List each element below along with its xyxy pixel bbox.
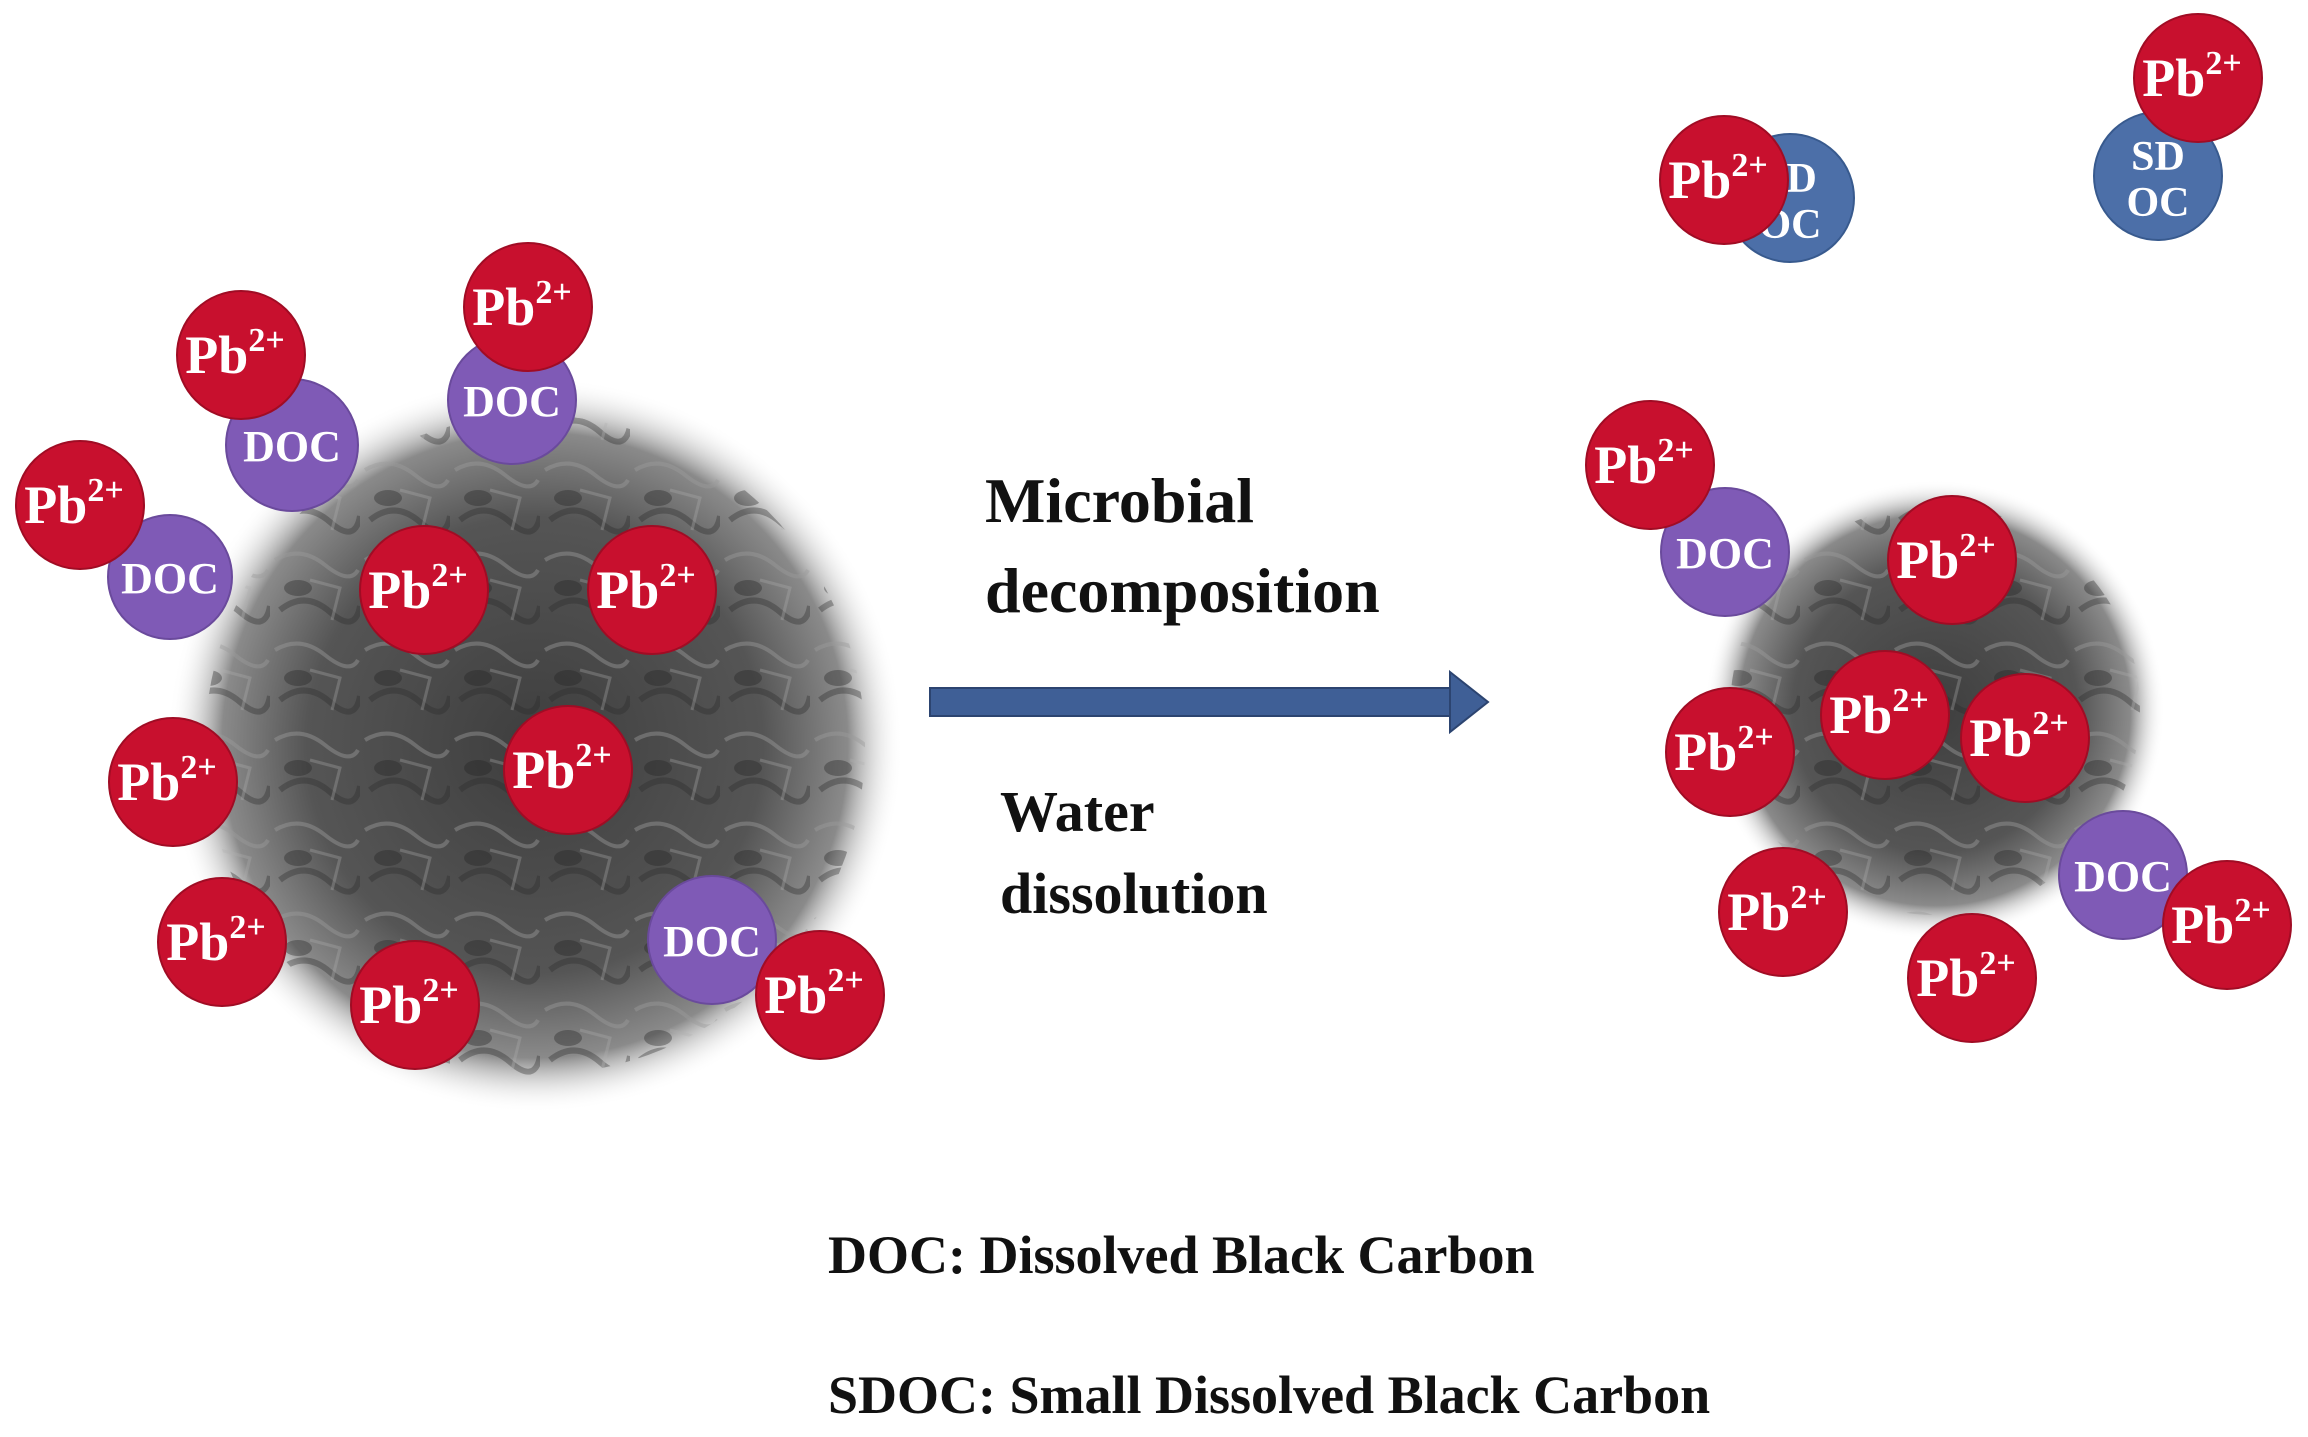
lead-ion-charge: 2+	[1892, 682, 1928, 719]
lead-ion-charge: 2+	[659, 557, 695, 594]
lead-ion: Pb2+	[1718, 847, 1848, 977]
lead-ion-charge: 2+	[2205, 45, 2241, 82]
lead-ion-charge: 2+	[229, 909, 265, 946]
lead-ion: Pb2+	[1820, 650, 1950, 780]
doc-particle: DOC	[107, 514, 233, 640]
lead-ion: Pb2+	[176, 290, 306, 420]
lead-ion-charge: 2+	[827, 962, 863, 999]
lead-ion: Pb2+	[1907, 913, 2037, 1043]
lead-ion: Pb2+	[350, 940, 480, 1070]
lead-ion-charge: 2+	[1731, 147, 1767, 184]
lead-ion: Pb2+	[503, 705, 633, 835]
sdoc-label-line2: OC	[2127, 180, 2190, 226]
lead-ion-charge: 2+	[431, 557, 467, 594]
lead-ion-charge: 2+	[1737, 719, 1773, 756]
doc-label: DOC	[243, 422, 341, 471]
lead-ion-charge: 2+	[2234, 892, 2270, 929]
lead-ions: Pb2+Pb2+Pb2+Pb2+Pb2+Pb2+Pb2+Pb2+Pb2+Pb2+…	[15, 13, 2292, 1070]
lead-ion-charge: 2+	[2032, 705, 2068, 742]
lead-ion-charge: 2+	[1959, 527, 1995, 564]
lead-ion: Pb2+	[15, 440, 145, 570]
doc-label: DOC	[663, 917, 761, 966]
lead-ion: Pb2+	[1960, 673, 2090, 803]
lead-ion: Pb2+	[1665, 687, 1795, 817]
lead-ion-label: Pb2+	[472, 274, 571, 337]
lead-ion-label: Pb2+	[764, 962, 863, 1025]
doc-label: DOC	[463, 377, 561, 426]
lead-ion: Pb2+	[463, 242, 593, 372]
lead-ion: Pb2+	[2133, 13, 2263, 143]
lead-ion-charge: 2+	[535, 274, 571, 311]
lead-ion-charge: 2+	[248, 322, 284, 359]
lead-ion: Pb2+	[359, 525, 489, 655]
lead-ion: Pb2+	[1887, 495, 2017, 625]
lead-ion-charge: 2+	[422, 972, 458, 1009]
doc-label: DOC	[1676, 529, 1774, 578]
lead-ion-label: Pb2+	[512, 737, 611, 800]
process-label-decomposition: decomposition	[985, 555, 1380, 626]
legend-doc: DOC: Dissolved Black Carbon	[828, 1225, 1535, 1285]
doc-particle: DOC	[1660, 487, 1790, 617]
process-arrow	[929, 669, 1490, 735]
lead-ion-charge: 2+	[1979, 945, 2015, 982]
doc-label: DOC	[121, 554, 219, 603]
lead-ion: Pb2+	[108, 717, 238, 847]
lead-ion: Pb2+	[587, 525, 717, 655]
lead-ion-charge: 2+	[180, 749, 216, 786]
process-label-water: Water	[1000, 779, 1155, 844]
lead-ion-label: Pb2+	[1727, 879, 1826, 942]
lead-ion-label: Pb2+	[1969, 705, 2068, 768]
lead-ion-charge: 2+	[575, 737, 611, 774]
lead-ion: Pb2+	[755, 930, 885, 1060]
lead-ion-charge: 2+	[87, 472, 123, 509]
sdoc-label-line1: SD	[2131, 134, 2185, 180]
lead-ion-charge: 2+	[1657, 432, 1693, 469]
process-label-microbial: Microbial	[985, 465, 1254, 536]
lead-ion: Pb2+	[1659, 115, 1789, 245]
doc-label: DOC	[2074, 852, 2172, 901]
doc-particle: DOC	[647, 875, 777, 1005]
lead-ion-charge: 2+	[1790, 879, 1826, 916]
legend-sdoc: SDOC: Small Dissolved Black Carbon	[828, 1365, 1711, 1425]
lead-ion: Pb2+	[2162, 860, 2292, 990]
lead-ion-label: Pb2+	[24, 472, 123, 535]
process-label-dissolution: dissolution	[1000, 861, 1268, 926]
sdoc-particle: SDOC	[2093, 111, 2223, 241]
lead-ion-label: Pb2+	[117, 749, 216, 812]
lead-ion: Pb2+	[157, 877, 287, 1007]
lead-ion: Pb2+	[1585, 400, 1715, 530]
